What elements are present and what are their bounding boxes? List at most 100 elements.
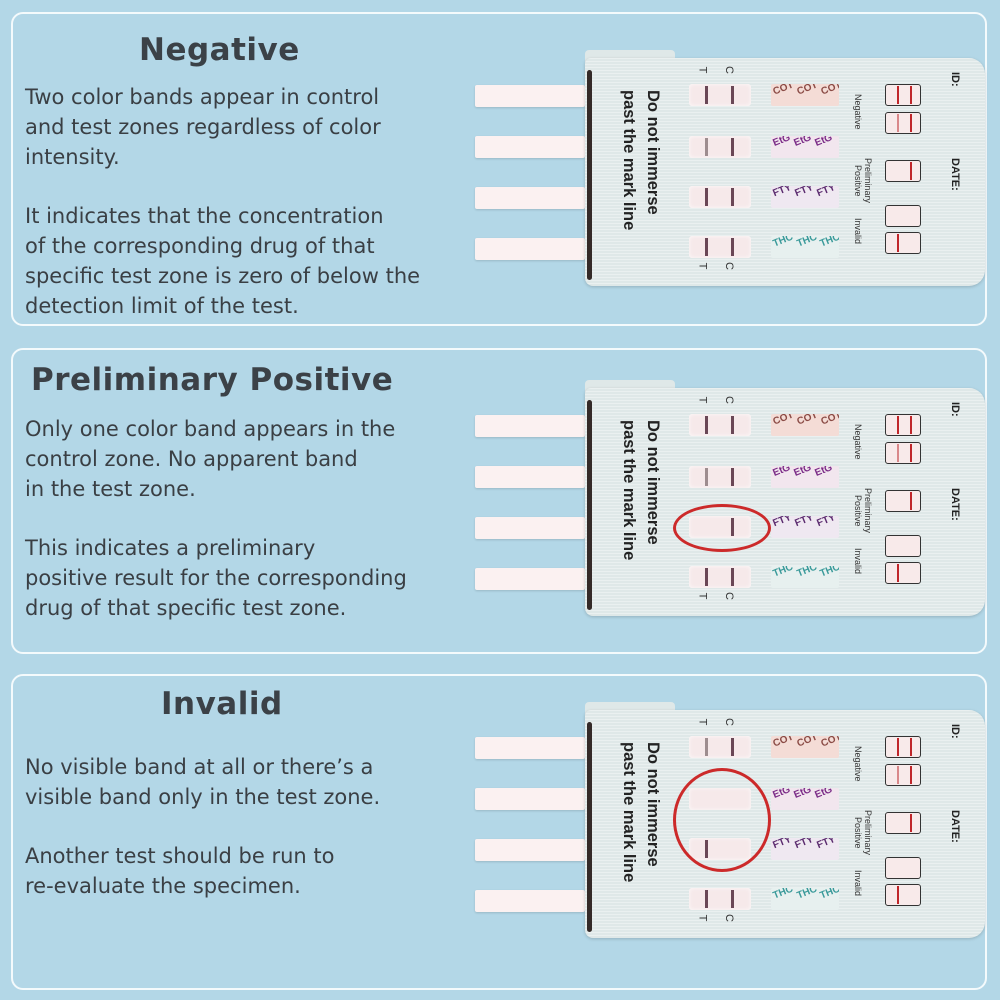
legend-example-box [885, 414, 921, 436]
id-label: ID: [949, 724, 961, 739]
drug-label: FTYFTYFTY [771, 186, 839, 208]
description-paragraph: Another test should be run to re-evaluat… [25, 844, 335, 898]
drug-name: COT [819, 84, 839, 98]
panel-negative: Negative Two color bands appear in contr… [11, 12, 987, 326]
drug-label: THCTHCTHC [771, 566, 839, 588]
panel-title: Negative [139, 32, 300, 68]
drug-name: THC [795, 236, 819, 250]
control-zone-label: C [722, 718, 735, 726]
legend-band [910, 114, 912, 132]
drug-name: FTY [815, 838, 837, 852]
legend-label-negative: Negative [853, 424, 863, 460]
drug-name: THC [818, 566, 839, 580]
drug-label: EtGEtGEtG [771, 466, 839, 488]
test-band [705, 890, 708, 908]
control-band [731, 568, 734, 586]
test-strip [475, 415, 585, 437]
drug-name: THC [818, 888, 839, 902]
id-label: ID: [949, 72, 961, 87]
drug-label: EtGEtGEtG [771, 788, 839, 810]
drug-label: COTCOTCOT [771, 84, 839, 106]
legend-band [897, 234, 899, 252]
legend-band [897, 738, 899, 756]
drug-name: THC [771, 888, 795, 902]
legend-example-box [885, 112, 921, 134]
drug-label: EtGEtGEtG [771, 136, 839, 158]
legend-band [897, 444, 899, 462]
test-band [705, 86, 708, 104]
legend-example-box [885, 160, 921, 182]
legend-example-box [885, 884, 921, 906]
drug-name: EtG [812, 136, 834, 149]
legend-band [910, 86, 912, 104]
control-zone-label: C [722, 914, 735, 922]
control-band [731, 890, 734, 908]
legend-band [910, 766, 912, 784]
drug-label: COTCOTCOT [771, 736, 839, 758]
drug-name: COT [819, 414, 839, 428]
result-window [689, 84, 751, 106]
control-band [731, 86, 734, 104]
panel-description: Two color bands appear in control and te… [25, 82, 475, 321]
test-band [705, 138, 708, 156]
legend-band [897, 416, 899, 434]
control-band [731, 468, 734, 486]
drug-name: COT [771, 414, 796, 428]
result-window [689, 466, 751, 488]
drug-label: THCTHCTHC [771, 236, 839, 258]
drug-name: EtG [812, 466, 834, 479]
description-paragraph: It indicates that the concentration of t… [25, 204, 421, 318]
control-band [731, 416, 734, 434]
test-strip [475, 187, 585, 209]
test-band [705, 416, 708, 434]
legend-example-box [885, 205, 921, 227]
test-strip [475, 466, 585, 488]
test-band [705, 238, 708, 256]
drug-name: FTY [793, 838, 815, 852]
drug-name: FTY [815, 186, 837, 200]
legend-band [910, 416, 912, 434]
legend-label-invalid: Invalid [853, 870, 863, 897]
panel-title: Preliminary Positive [31, 362, 394, 398]
legend-label-preliminary-positive: Preliminary Positive [853, 488, 873, 534]
legend-band [910, 162, 912, 180]
legend-example-box [885, 84, 921, 106]
test-zone-label: T [696, 914, 709, 922]
date-label: DATE: [949, 158, 961, 191]
test-strip [475, 238, 585, 260]
test-zone-label: T [696, 262, 709, 270]
result-window [689, 414, 751, 436]
test-strip [475, 568, 585, 590]
description-paragraph: No visible band at all or there’s a visi… [25, 755, 381, 809]
legend-band [910, 738, 912, 756]
date-label: DATE: [949, 488, 961, 521]
drug-name: FTY [771, 838, 794, 852]
immersion-warning-text: Do not immerse past the mark line [620, 742, 662, 883]
drug-name: FTY [793, 516, 815, 530]
legend-example-box [885, 442, 921, 464]
test-strip [475, 788, 585, 810]
control-zone-label: C [722, 262, 735, 270]
legend-band [897, 886, 899, 904]
description-paragraph: This indicates a preliminary positive re… [25, 536, 407, 620]
drug-name: THC [818, 236, 839, 250]
legend-label-negative: Negative [853, 746, 863, 782]
result-window [689, 888, 751, 910]
result-window [689, 186, 751, 208]
legend-band [897, 766, 899, 784]
legend-example-box [885, 232, 921, 254]
control-band [731, 188, 734, 206]
legend-example-box [885, 812, 921, 834]
id-label: ID: [949, 402, 961, 417]
test-band [705, 468, 708, 486]
test-strip [475, 85, 585, 107]
test-strip [475, 839, 585, 861]
legend-label-negative: Negative [853, 94, 863, 130]
immersion-mark-line [587, 70, 592, 280]
legend-label-invalid: Invalid [853, 218, 863, 245]
control-zone-label: C [722, 66, 735, 74]
test-strip [475, 737, 585, 759]
legend-example-box [885, 764, 921, 786]
